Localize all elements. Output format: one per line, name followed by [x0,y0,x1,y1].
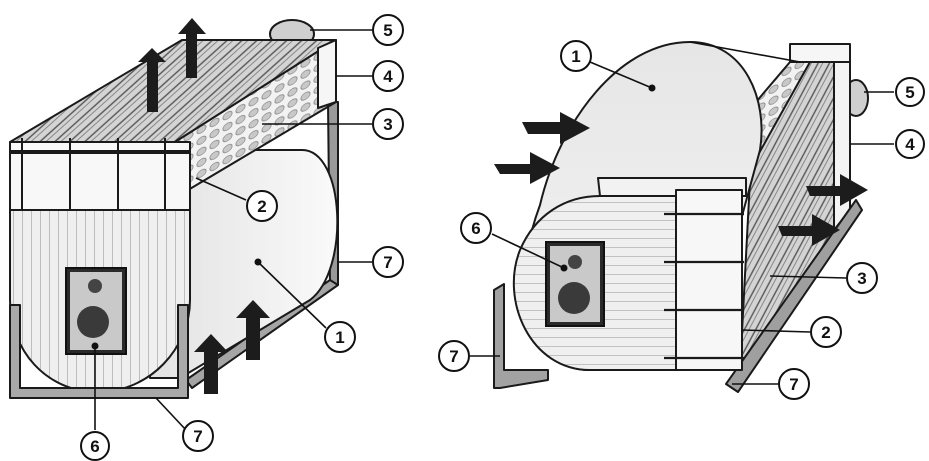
right-callout-3: 3 [769,262,878,294]
left-terminal-port-small [88,279,102,293]
right-callout-6: 6 [460,212,568,272]
left-callout-3: 3 [262,108,404,140]
left-callout-2: 2 [195,177,278,222]
right-terminal-port-large [558,282,590,314]
left-callout-7-right: 7 [338,246,404,278]
svg-text:7: 7 [449,347,458,366]
left-air-outlet-arrow-2 [178,18,206,78]
right-air-outlet-arrow-2 [778,214,840,246]
left-manifold-bolts [10,138,190,222]
left-terminal-port-large [77,306,109,338]
svg-text:5: 5 [905,83,914,102]
right-callout-2: 2 [741,316,842,348]
left-callout-5: 5 [310,14,404,46]
svg-text:3: 3 [857,269,866,288]
left-air-outlet-arrow-1 [138,48,166,112]
right-callout-5: 5 [864,77,925,107]
right-air-inlet-arrow-1 [522,112,590,144]
svg-text:2: 2 [257,197,266,216]
svg-text:7: 7 [383,253,392,272]
svg-text:4: 4 [383,67,393,86]
right-callout-1: 1 [560,40,656,92]
right-header-box [789,43,851,63]
right-support-frame-rail [725,199,863,393]
right-callout-7-right: 7 [732,368,810,400]
svg-text:6: 6 [90,437,99,456]
svg-text:6: 6 [471,219,480,238]
right-terminal-port-small [568,255,582,269]
right-heat-exchanger: 1 5 4 6 3 2 7 [438,40,925,400]
svg-text:5: 5 [383,21,392,40]
right-callout-4: 4 [850,129,925,159]
right-manifold-bolts [664,212,744,360]
left-callout-1: 1 [254,258,356,353]
left-header-box [317,39,337,109]
right-callout-7-left: 7 [438,340,500,372]
right-shell-top-line [689,41,801,63]
left-heat-exchanger: 5 4 3 2 7 1 7 [9,14,404,461]
svg-text:2: 2 [821,323,830,342]
svg-text:7: 7 [193,427,202,446]
svg-text:7: 7 [789,375,798,394]
left-cylindrical-shell [149,149,339,379]
svg-text:4: 4 [905,135,915,154]
left-air-inlet-arrow-1 [194,334,228,394]
svg-text:3: 3 [383,115,392,134]
left-air-inlet-arrow-2 [236,300,270,360]
right-support-frame-left [493,283,549,389]
svg-text:1: 1 [335,328,344,347]
right-air-inlet-arrow-2 [494,152,560,184]
left-callout-4: 4 [336,60,404,92]
svg-text:1: 1 [571,47,580,66]
right-manifold-plate [675,189,743,371]
left-callout-7-bottom: 7 [155,397,214,452]
right-air-outlet-arrow-1 [806,174,868,206]
left-support-frame-front [9,304,189,399]
left-callout-6: 6 [80,342,110,461]
